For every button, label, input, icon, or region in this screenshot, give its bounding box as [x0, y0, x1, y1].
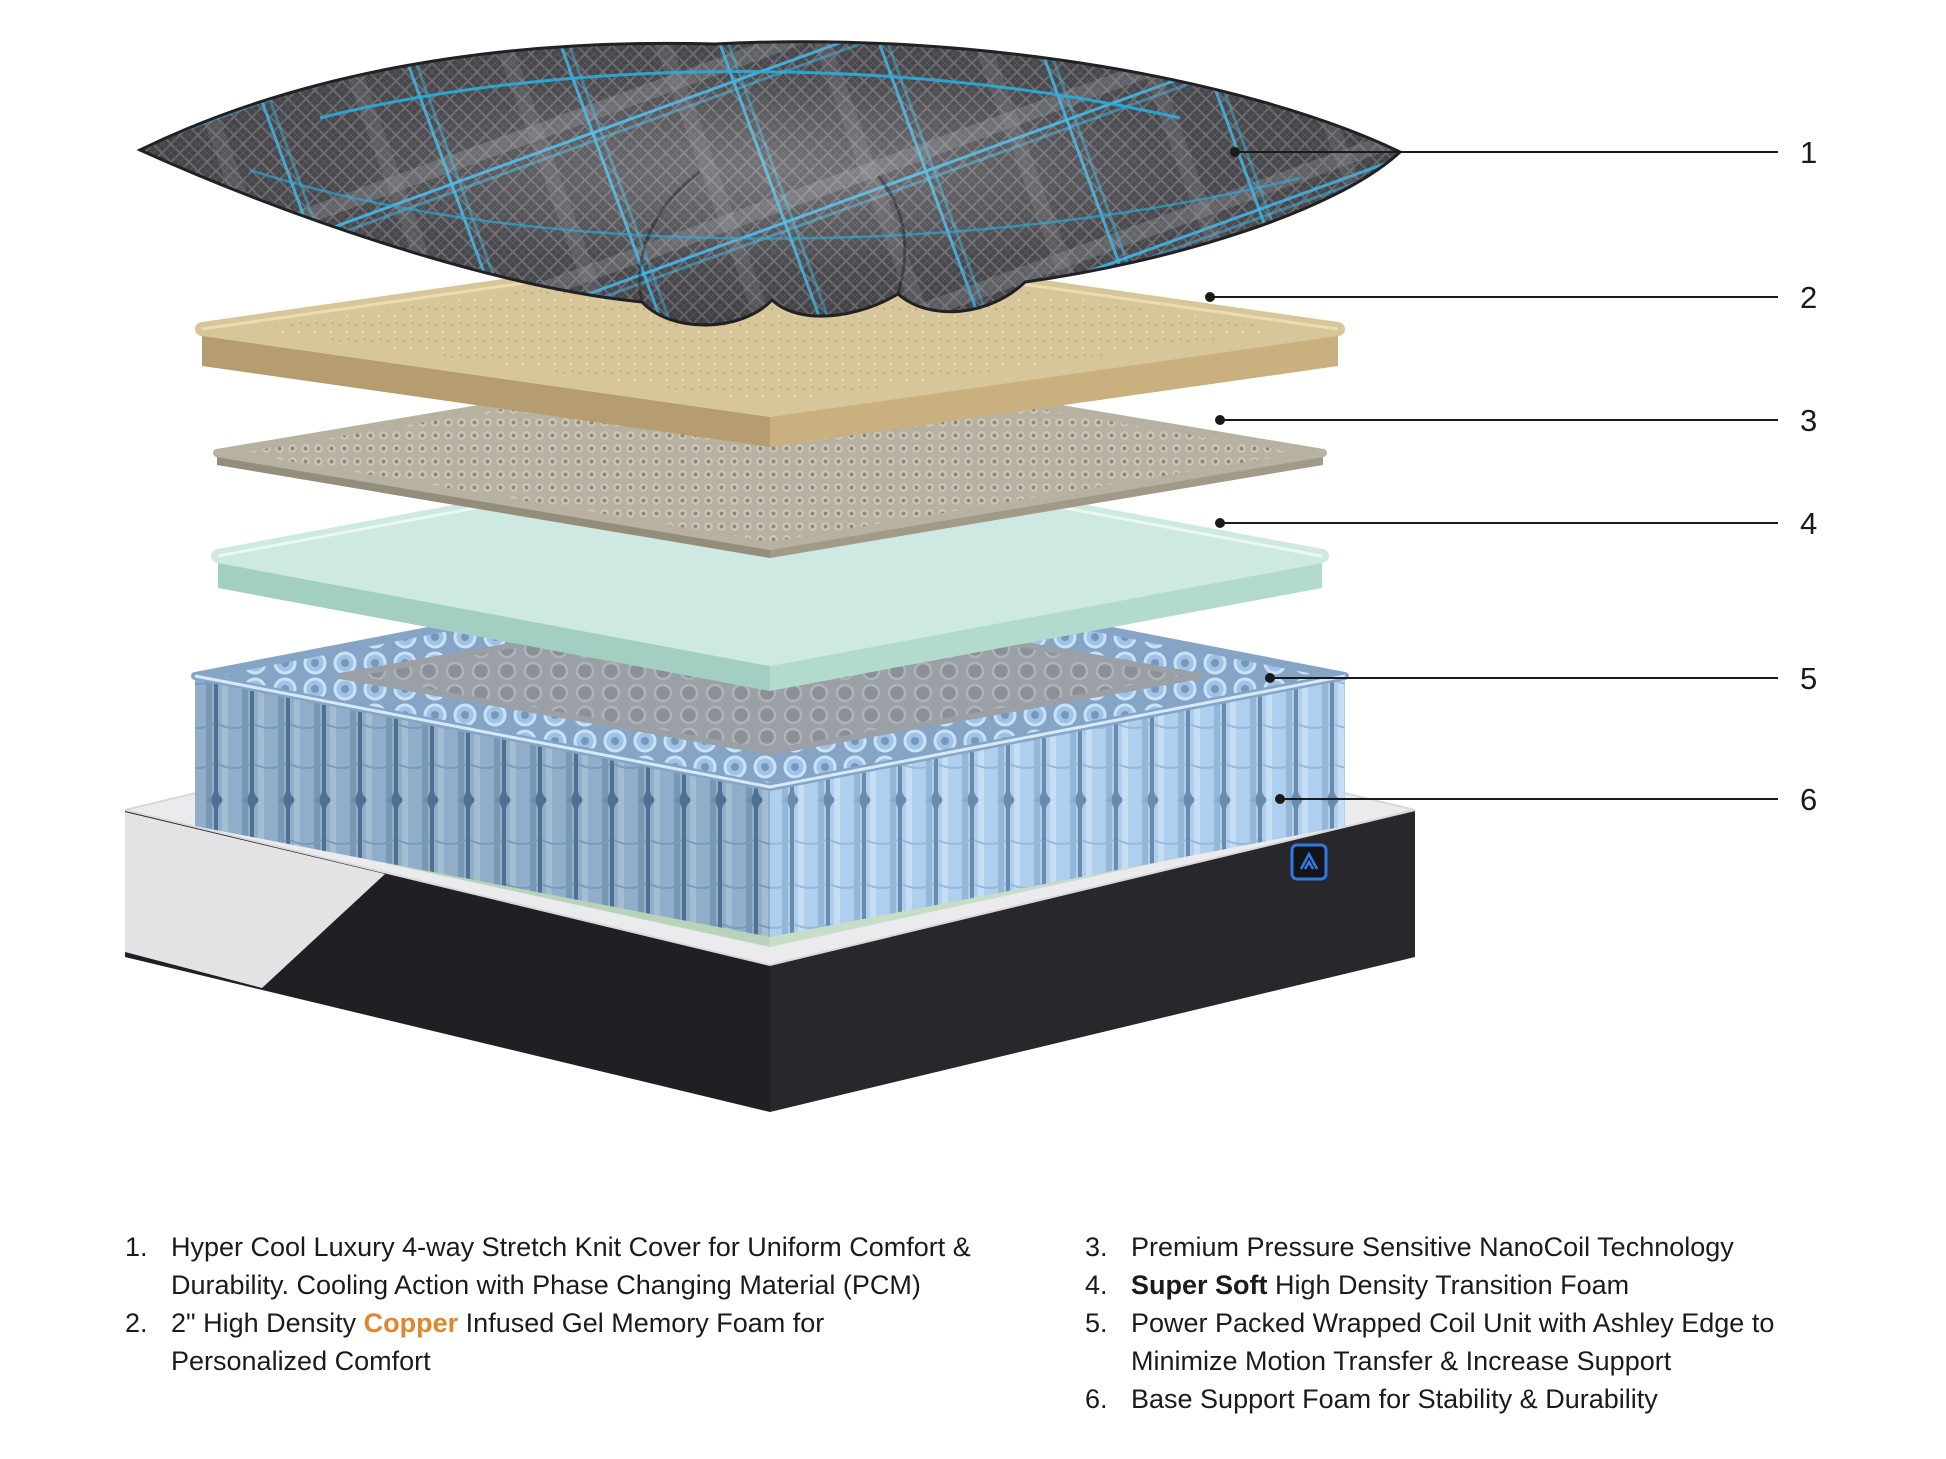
- cover-fold-shadow-left: [638, 170, 701, 303]
- callout-number-2: 2: [1800, 280, 1817, 315]
- cover-blue-accent-line-2: [249, 168, 1301, 240]
- legend-item-text: Super Soft High Density Transition Foam: [1131, 1270, 1630, 1300]
- legend-item-5: 5. Power Packed Wrapped Coil Unit with As…: [1085, 1304, 1885, 1380]
- transition-foam-left-face: [218, 556, 770, 691]
- brand-logo-icon: [1290, 843, 1328, 881]
- memory-foam-right-face: [770, 329, 1338, 447]
- callout-5: 5: [1265, 661, 1817, 696]
- callout-6: 6: [1275, 782, 1817, 817]
- mattress-exploded-diagram: 1 2 3 4 5 6: [124, 40, 1817, 1112]
- legend-item-4: 4. Super Soft High Density Transition Foa…: [1085, 1266, 1885, 1304]
- legend-column-left: 1. Hyper Cool Luxury 4-way Stretch Knit C…: [125, 1228, 1025, 1418]
- cover-fold-shadow-right: [876, 175, 907, 295]
- callout-number-6: 6: [1800, 782, 1817, 817]
- coil-left-face-shade: [195, 676, 770, 937]
- layer-1-knit-cover: [138, 40, 1402, 327]
- layer-2-memory-foam: [195, 241, 1345, 447]
- cover-blue-accent-line: [319, 70, 1181, 120]
- callouts: 1 2 3 4 5 6: [1205, 135, 1817, 817]
- memory-foam-left-face: [202, 329, 770, 447]
- legend-item-text: Hyper Cool Luxury 4-way Stretch Knit Cov…: [171, 1232, 971, 1300]
- callout-number-5: 5: [1800, 661, 1817, 696]
- cover-sheen-overlay: [140, 41, 1400, 326]
- legend-item-6: 6. Base Support Foam for Stability & Dura…: [1085, 1380, 1885, 1418]
- legend: 1. Hyper Cool Luxury 4-way Stretch Knit C…: [125, 1228, 1885, 1418]
- legend-item-number: 6.: [1085, 1384, 1108, 1414]
- legend-item-number: 4.: [1085, 1270, 1108, 1300]
- legend-item-1: 1. Hyper Cool Luxury 4-way Stretch Knit C…: [125, 1228, 1025, 1304]
- legend-item-text: Premium Pressure Sensitive NanoCoil Tech…: [1131, 1232, 1734, 1262]
- legend-item-text: Power Packed Wrapped Coil Unit with Ashl…: [1131, 1308, 1775, 1376]
- legend-item-3: 3. Premium Pressure Sensitive NanoCoil Te…: [1085, 1228, 1885, 1266]
- callout-number-1: 1: [1800, 135, 1817, 170]
- callout-4: 4: [1215, 506, 1817, 541]
- base-right-face: [770, 810, 1415, 1112]
- callout-3: 3: [1215, 403, 1817, 438]
- base-edge-trim: [125, 812, 385, 988]
- legend-item-number: 1.: [125, 1232, 148, 1262]
- callout-number-3: 3: [1800, 403, 1817, 438]
- legend-item-number: 5.: [1085, 1308, 1108, 1338]
- mattress-layers-svg: 1 2 3 4 5 6: [124, 40, 1817, 1112]
- coil-right-face-light: [770, 676, 1345, 937]
- transition-foam-right-face: [770, 556, 1322, 691]
- legend-item-2: 2. 2" High Density Copper Infused Gel Mem…: [125, 1304, 1025, 1380]
- legend-item-text: Base Support Foam for Stability & Durabi…: [1131, 1384, 1658, 1414]
- coil-front-edge-highlight: [194, 674, 1346, 789]
- legend-item-text: 2" High Density Copper Infused Gel Memor…: [171, 1308, 825, 1376]
- coil-left-face: [195, 676, 770, 937]
- legend-item-number: 3.: [1085, 1232, 1108, 1262]
- legend-item-number: 2.: [125, 1308, 148, 1338]
- legend-column-right: 3. Premium Pressure Sensitive NanoCoil Te…: [1085, 1228, 1885, 1418]
- callout-2: 2: [1205, 280, 1817, 315]
- callout-1: 1: [1230, 135, 1817, 170]
- coil-right-face: [770, 676, 1345, 937]
- callout-number-4: 4: [1800, 506, 1817, 541]
